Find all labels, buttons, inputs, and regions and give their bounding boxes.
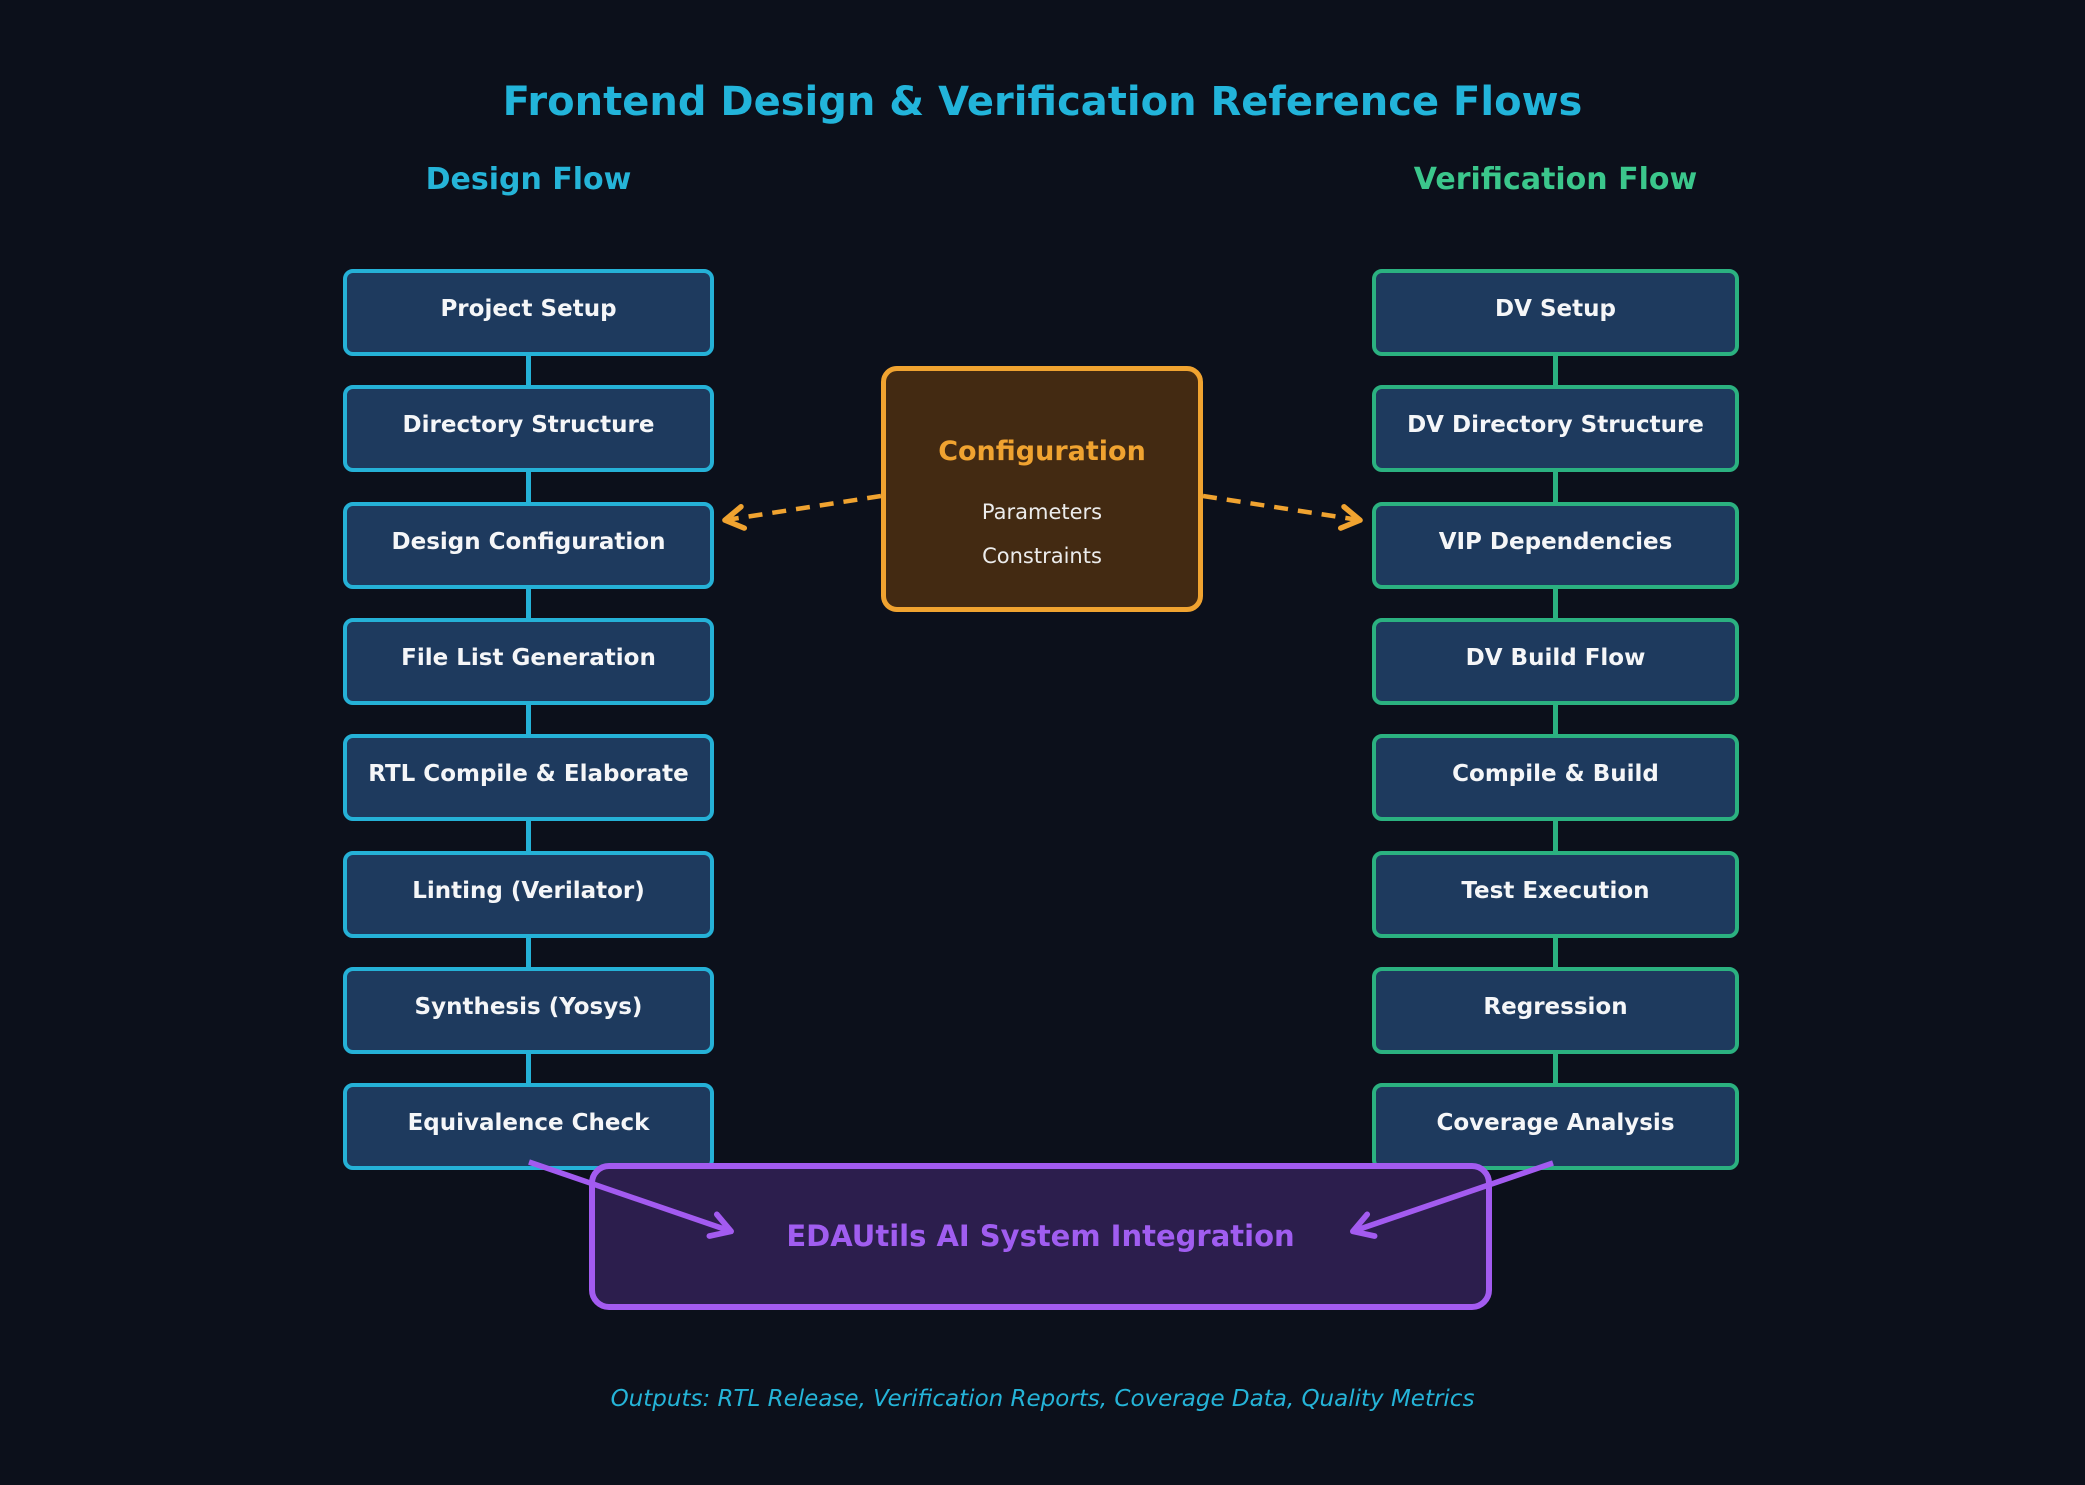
design-flow-header: Design Flow: [425, 162, 632, 197]
verification-step-label: DV Setup: [1495, 296, 1616, 322]
design-step-design-configuration: Design Configuration: [343, 502, 714, 589]
design-step-file-list-generation: File List Generation: [343, 618, 714, 705]
design-step-label: Synthesis (Yosys): [414, 994, 643, 1020]
verification-step-dv-build-flow: DV Build Flow: [1372, 618, 1739, 705]
verification-step-regression: Regression: [1372, 967, 1739, 1054]
verification-step-label: DV Build Flow: [1465, 645, 1646, 671]
design-step-label: Directory Structure: [402, 412, 655, 438]
configuration-item-constraints: Constraints: [982, 544, 1102, 568]
design-connector-1: [526, 356, 531, 386]
verification-step-label: Test Execution: [1461, 878, 1650, 904]
design-step-directory-structure: Directory Structure: [343, 385, 714, 472]
design-step-label: Linting (Verilator): [412, 878, 645, 904]
verification-step-coverage-analysis: Coverage Analysis: [1372, 1083, 1739, 1170]
design-step-label: File List Generation: [401, 645, 656, 671]
diagram-title: Frontend Design & Verification Reference…: [502, 79, 1583, 125]
verification-step-label: Coverage Analysis: [1436, 1110, 1675, 1136]
design-connector-6: [526, 938, 531, 968]
design-step-project-setup: Project Setup: [343, 269, 714, 356]
verification-step-vip-dependencies: VIP Dependencies: [1372, 502, 1739, 589]
outputs-note: Outputs: RTL Release, Verification Repor…: [610, 1386, 1475, 1412]
design-connector-4: [526, 705, 531, 735]
verification-connector-3: [1553, 589, 1558, 619]
verification-connector-5: [1553, 821, 1558, 852]
design-step-equivalence-check: Equivalence Check: [343, 1083, 714, 1170]
config-to-design-configuration-arrow: [722, 493, 882, 531]
verification-connector-2: [1553, 472, 1558, 503]
verification-step-dv-directory-structure: DV Directory Structure: [1372, 385, 1739, 472]
design-connector-7: [526, 1054, 531, 1084]
configuration-title: Configuration: [938, 436, 1146, 467]
design-step-label: Design Configuration: [391, 529, 666, 555]
verification-connector-1: [1553, 356, 1558, 386]
configuration-box: Configuration Parameters Constraints: [881, 366, 1203, 612]
verification-step-label: Compile & Build: [1452, 761, 1659, 787]
design-step-synthesis-yosys: Synthesis (Yosys): [343, 967, 714, 1054]
verification-step-compile-build: Compile & Build: [1372, 734, 1739, 821]
design-step-label: RTL Compile & Elaborate: [368, 761, 689, 787]
verification-flow-header: Verification Flow: [1413, 162, 1698, 197]
design-step-label: Project Setup: [440, 296, 617, 322]
verification-step-test-execution: Test Execution: [1372, 851, 1739, 938]
configuration-item-parameters: Parameters: [981, 500, 1103, 524]
verification-connector-4: [1553, 705, 1558, 735]
verification-connector-6: [1553, 938, 1558, 968]
verification-step-label: VIP Dependencies: [1438, 529, 1673, 555]
design-step-label: Equivalence Check: [407, 1110, 650, 1136]
integration-label: EDAUtils AI System Integration: [786, 1218, 1295, 1253]
verification-step-label: DV Directory Structure: [1407, 412, 1704, 438]
integration-box: EDAUtils AI System Integration: [589, 1163, 1492, 1310]
design-connector-3: [526, 589, 531, 619]
design-step-linting-verilator: Linting (Verilator): [343, 851, 714, 938]
verification-connector-7: [1553, 1054, 1558, 1084]
design-step-rtl-compile-elaborate: RTL Compile & Elaborate: [343, 734, 714, 821]
design-connector-5: [526, 821, 531, 852]
verification-step-label: Regression: [1483, 994, 1628, 1020]
design-connector-2: [526, 472, 531, 503]
verification-step-dv-setup: DV Setup: [1372, 269, 1739, 356]
config-to-vip-dependencies-arrow: [1202, 493, 1363, 531]
